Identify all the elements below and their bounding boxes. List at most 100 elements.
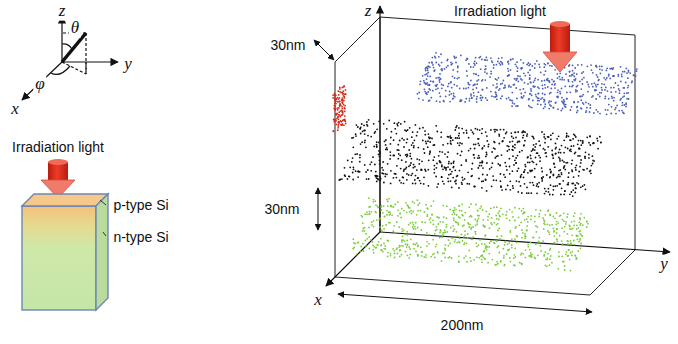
particle-dot xyxy=(573,176,575,178)
particle-dot xyxy=(402,176,404,178)
particle-dot xyxy=(483,251,485,253)
particle-dot xyxy=(366,178,368,180)
particle-dot xyxy=(623,104,625,106)
particle-dot xyxy=(549,93,551,95)
particle-dot xyxy=(373,252,375,254)
particle-dot xyxy=(398,153,400,155)
particle-dot xyxy=(388,120,390,122)
particle-dot xyxy=(582,142,584,144)
particle-dot xyxy=(501,57,503,59)
particle-dot xyxy=(587,65,589,67)
particle-dot xyxy=(450,173,452,175)
particle-dot xyxy=(343,93,345,95)
particle-dot xyxy=(396,177,398,179)
particle-dot xyxy=(468,206,470,208)
particle-dot xyxy=(600,73,602,75)
particle-dot xyxy=(390,170,392,172)
particle-dot xyxy=(623,113,625,115)
particle-dot xyxy=(384,141,386,143)
particle-dot xyxy=(470,215,472,217)
particle-dot xyxy=(520,68,522,70)
particle-dot xyxy=(577,85,579,87)
particle-dot xyxy=(609,68,611,70)
particle-dot xyxy=(473,73,475,75)
particle-dot xyxy=(342,102,344,104)
particle-dot xyxy=(439,81,441,83)
particle-dot xyxy=(417,147,419,149)
particle-dot xyxy=(537,79,539,81)
particle-dot xyxy=(432,159,434,161)
particle-dot xyxy=(546,80,548,82)
particle-dot xyxy=(532,136,534,138)
particle-dot xyxy=(341,178,343,180)
particle-dot xyxy=(494,142,496,144)
particle-dot xyxy=(544,87,546,89)
particle-dot xyxy=(337,107,339,109)
particle-dot xyxy=(441,176,443,178)
particle-dot xyxy=(407,204,409,206)
particle-dot xyxy=(427,69,429,71)
particle-dot xyxy=(429,76,431,78)
particle-dot xyxy=(368,236,370,238)
particle-dot xyxy=(437,77,439,79)
particle-dot xyxy=(530,242,532,244)
particle-dot xyxy=(435,88,437,90)
particle-dot xyxy=(417,177,419,179)
particle-dot xyxy=(504,162,506,164)
particle-dot xyxy=(339,116,341,118)
particle-dot xyxy=(552,132,554,134)
particle-dot xyxy=(371,224,373,226)
particle-dot xyxy=(425,93,427,95)
particle-dot xyxy=(544,100,546,102)
particle-dot xyxy=(408,224,410,226)
particle-dot xyxy=(480,99,482,101)
particle-dot xyxy=(471,175,473,177)
particle-dot xyxy=(619,90,621,92)
particle-dot xyxy=(566,251,568,253)
particle-dot xyxy=(539,157,541,159)
particle-dot xyxy=(372,249,374,251)
particle-dot xyxy=(466,243,468,245)
particle-dot xyxy=(447,166,449,168)
particle-dot xyxy=(423,82,425,84)
particle-dot xyxy=(338,122,340,124)
particle-dot xyxy=(424,134,426,136)
particle-dot xyxy=(429,141,431,143)
particle-dot xyxy=(355,133,357,135)
particle-dot xyxy=(569,193,571,195)
particle-dot xyxy=(618,110,620,112)
particle-dot xyxy=(517,131,519,133)
particle-dot xyxy=(475,225,477,227)
particle-dot xyxy=(509,158,511,160)
particle-dot xyxy=(528,192,530,194)
particle-dot xyxy=(436,186,438,188)
particle-dot xyxy=(503,174,505,176)
particle-dot xyxy=(417,254,419,256)
particle-dot xyxy=(556,223,558,225)
particle-dot xyxy=(512,170,514,172)
particle-dot xyxy=(425,141,427,143)
particle-dot xyxy=(517,191,519,193)
particle-dot xyxy=(548,80,550,82)
particle-dot xyxy=(383,182,385,184)
particle-dot xyxy=(508,149,510,151)
particle-dot xyxy=(512,187,514,189)
particle-dot xyxy=(586,81,588,83)
particle-dot xyxy=(427,169,429,171)
particle-dot xyxy=(539,66,541,68)
particle-dot xyxy=(519,262,521,264)
particle-dot xyxy=(595,86,597,88)
particle-dot xyxy=(393,225,395,227)
particle-dot xyxy=(616,105,618,107)
particle-dot xyxy=(498,219,500,221)
particle-dot xyxy=(338,116,340,118)
particle-dot xyxy=(386,214,388,216)
particle-dot xyxy=(520,262,522,264)
particle-dot xyxy=(432,219,434,221)
particle-dot xyxy=(534,216,536,218)
particle-dot xyxy=(467,82,469,84)
particle-dot xyxy=(536,192,538,194)
particle-dot xyxy=(582,83,584,85)
particle-dot xyxy=(457,236,459,238)
particle-dot xyxy=(557,268,559,270)
